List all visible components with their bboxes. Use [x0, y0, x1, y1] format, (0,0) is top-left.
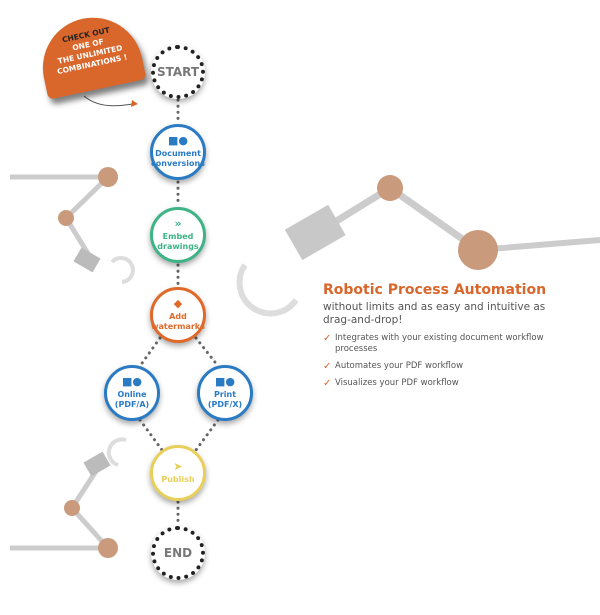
feature-text: Automates your PDF workflow [335, 361, 464, 371]
arrow-head-icon [131, 100, 138, 107]
feature-list: ✓Integrates with your existing document … [323, 333, 563, 389]
feature-item: ✓Visualizes your PDF workflow [323, 378, 563, 389]
shapes-icon: ■● [168, 134, 188, 147]
online-pdfa-node: ■● Online (PDF/A) [104, 365, 160, 421]
badge-arrow [83, 95, 133, 107]
node-label: START [156, 65, 200, 79]
start-node: START [151, 45, 205, 99]
joint-icon [98, 167, 118, 187]
joint-icon [458, 230, 498, 270]
robot-arm-bottom-left [10, 437, 127, 558]
print-pdfx-node: ■● Print (PDF/X) [197, 365, 253, 421]
add-watermarks-node: ◆ Add watermarks [150, 287, 206, 343]
node-label: Print (PDF/X) [207, 390, 243, 409]
paper-plane-icon: ➤ [173, 460, 183, 473]
connector [138, 336, 162, 368]
connector [194, 418, 220, 452]
checkmark-icon: ✓ [323, 333, 332, 344]
node-label: Embed drawings [157, 232, 199, 251]
shapes-icon: ■● [122, 375, 142, 388]
diamond-icon: ◆ [173, 297, 183, 310]
connector [194, 336, 220, 368]
node-label: Add watermarks [151, 312, 205, 331]
joint-icon [377, 175, 403, 201]
description-block: Robotic Process Automation without limit… [323, 282, 563, 395]
robot-arm-top-left [10, 167, 135, 284]
feature-item: ✓Integrates with your existing document … [323, 333, 563, 355]
joint-icon [98, 538, 118, 558]
feature-item: ✓Automates your PDF workflow [323, 361, 563, 372]
joint-icon [64, 500, 80, 516]
robot-arm-right [236, 175, 600, 317]
connectors [138, 98, 220, 528]
publish-node: ➤ Publish [150, 445, 206, 501]
checkmark-icon: ✓ [323, 378, 332, 389]
feature-text: Visualizes your PDF workflow [335, 378, 459, 388]
end-node: END [151, 526, 205, 580]
double-chevron-icon: » [174, 217, 182, 230]
shapes-icon: ■● [215, 375, 235, 388]
node-label: Online (PDF/A) [114, 390, 150, 409]
node-label: Document conversions [151, 149, 205, 168]
embed-drawings-node: » Embed drawings [150, 207, 206, 263]
node-label: END [163, 546, 193, 560]
checkmark-icon: ✓ [323, 361, 332, 372]
feature-text: Integrates with your existing document w… [335, 333, 544, 354]
subtitle: without limits and as easy and intuitive… [323, 301, 546, 326]
joint-icon [58, 210, 74, 226]
headline: Robotic Process Automation [323, 282, 547, 298]
document-conversions-node: ■● Document conversions [150, 124, 206, 180]
node-label: Publish [161, 475, 195, 484]
connector [138, 418, 164, 452]
